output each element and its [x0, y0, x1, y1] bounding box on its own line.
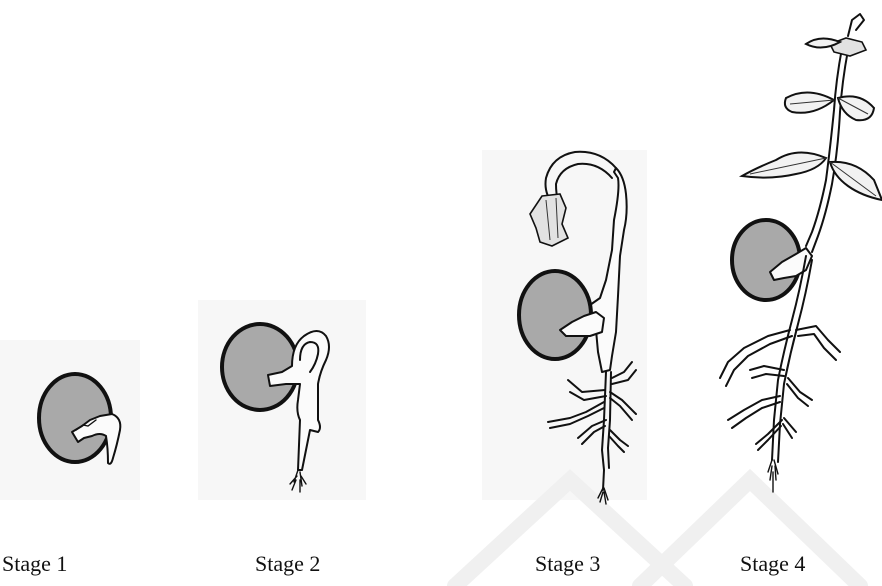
stage-1-seedling — [39, 374, 120, 464]
stage-4-label: Stage 4 — [740, 551, 805, 577]
stage-4-leaf-right-upper — [838, 96, 874, 120]
stage-2-seedling — [222, 324, 329, 492]
stage-3-label: Stage 3 — [535, 551, 600, 577]
stage-2-label: Stage 2 — [255, 551, 320, 577]
stage-3-folded-leaves — [530, 194, 568, 246]
stage-3-stem — [590, 168, 627, 372]
stage-2-seed — [222, 324, 298, 410]
stage-3-seedling — [519, 152, 636, 504]
stage-4-seedling — [720, 14, 882, 492]
stage-3-arch-inner — [556, 164, 612, 200]
stage-4-root-hairs — [768, 460, 778, 492]
stage-2-root-hairs — [290, 470, 306, 492]
stage-4-leaf-left-lower — [742, 152, 826, 177]
stage-3-lateral-roots — [548, 362, 636, 452]
stage-3-seed — [519, 271, 591, 359]
stage-1-label: Stage 1 — [2, 551, 67, 577]
